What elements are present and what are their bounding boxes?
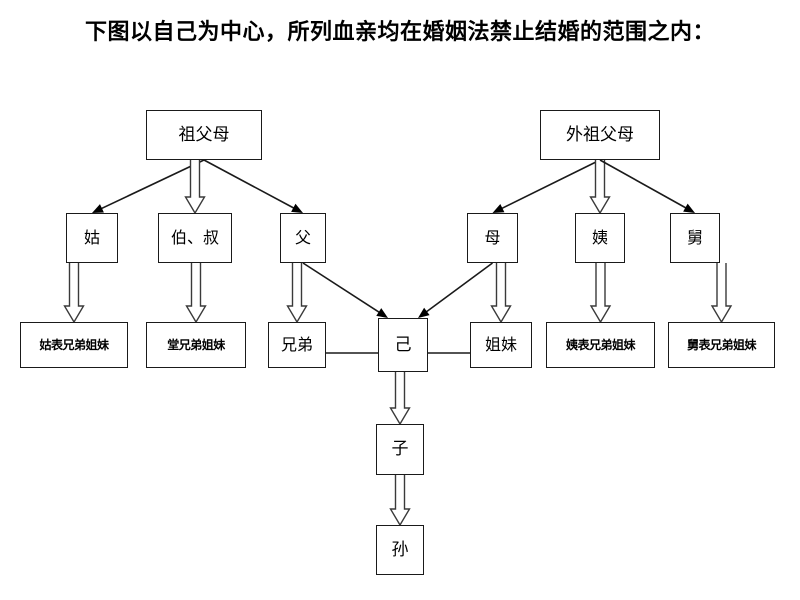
node-maternal_grandparents: 外祖父母 bbox=[540, 110, 660, 160]
edge-mother-to-self-line bbox=[425, 262, 493, 314]
edge-self-to-child bbox=[389, 372, 411, 426]
edge-child-to-grandchild bbox=[389, 475, 411, 527]
edge-mother-to-self-head bbox=[418, 307, 430, 318]
node-maternal_aunt_cousins: 姨表兄弟姐妹 bbox=[546, 322, 655, 368]
node-label: 堂兄弟姐妹 bbox=[167, 338, 225, 352]
node-label: 姨表兄弟姐妹 bbox=[565, 338, 636, 352]
node-label: 姐妹 bbox=[484, 335, 517, 354]
node-grandchild: 孙 bbox=[376, 525, 424, 575]
edge-paternal_grandparents-to-father-head bbox=[291, 203, 303, 213]
node-maternal_aunt: 姨 bbox=[575, 213, 625, 263]
edge-paternal_grandparents-to-father-line bbox=[203, 159, 296, 210]
edge-father-to-self-line bbox=[302, 262, 381, 314]
node-brothers: 兄弟 bbox=[268, 322, 326, 368]
node-self: 己 bbox=[378, 318, 428, 372]
edge-maternal_grandparents-to-mother-line bbox=[500, 159, 601, 210]
edge-father-to-brothers bbox=[286, 263, 308, 324]
node-label: 舅表兄弟姐妹 bbox=[686, 338, 757, 352]
edge-father-to-self-head bbox=[376, 308, 388, 318]
node-label: 姨 bbox=[591, 228, 608, 247]
node-father: 父 bbox=[280, 213, 326, 263]
edge-maternal_aunt-to-maternal_aunt_cousins bbox=[589, 263, 612, 324]
node-paternal_aunt_cousins: 姑表兄弟姐妹 bbox=[20, 322, 128, 368]
edge-maternal_grandparents-to-maternal_uncle-head bbox=[683, 203, 695, 213]
edge-maternal_uncle-to-maternal_uncle_cousins bbox=[710, 263, 733, 324]
node-label: 外祖父母 bbox=[566, 124, 634, 145]
node-label: 舅 bbox=[686, 228, 703, 247]
node-label: 祖父母 bbox=[178, 124, 230, 145]
node-label: 己 bbox=[394, 334, 412, 355]
node-label: 姑表兄弟姐妹 bbox=[39, 338, 109, 352]
node-paternal_aunt: 姑 bbox=[66, 213, 118, 263]
node-label: 姑 bbox=[83, 228, 100, 247]
page-title: 下图以自己为中心，所列血亲均在婚姻法禁止结婚的范围之内： bbox=[84, 19, 715, 45]
node-label: 兄弟 bbox=[280, 335, 313, 354]
edge-paternal_grandparents-to-paternal_aunt-line bbox=[100, 159, 205, 210]
node-maternal_uncle: 舅 bbox=[670, 213, 720, 263]
node-label: 孙 bbox=[391, 539, 409, 560]
edge-maternal_grandparents-to-maternal_uncle-line bbox=[599, 159, 688, 210]
node-label: 伯、叔 bbox=[170, 228, 219, 247]
node-paternal_grandparents: 祖父母 bbox=[146, 110, 262, 160]
node-maternal_uncle_cousins: 舅表兄弟姐妹 bbox=[668, 322, 775, 368]
node-label: 父 bbox=[294, 228, 311, 247]
edge-paternal_uncles-to-paternal_cousins bbox=[185, 263, 207, 324]
edge-mother-to-sisters bbox=[490, 263, 512, 324]
edge-paternal_aunt-to-paternal_aunt_cousins bbox=[63, 263, 85, 324]
node-child: 子 bbox=[376, 424, 424, 475]
node-paternal_cousins: 堂兄弟姐妹 bbox=[146, 322, 246, 368]
node-label: 子 bbox=[391, 439, 409, 459]
node-sisters: 姐妹 bbox=[470, 322, 532, 368]
edge-maternal_grandparents-to-maternal_aunt bbox=[589, 160, 611, 215]
node-label: 母 bbox=[484, 228, 501, 247]
edge-maternal_grandparents-to-mother-head bbox=[492, 204, 505, 213]
node-paternal_uncles: 伯、叔 bbox=[158, 213, 232, 263]
edge-paternal_grandparents-to-paternal_aunt-head bbox=[92, 204, 104, 213]
node-mother: 母 bbox=[467, 213, 518, 263]
